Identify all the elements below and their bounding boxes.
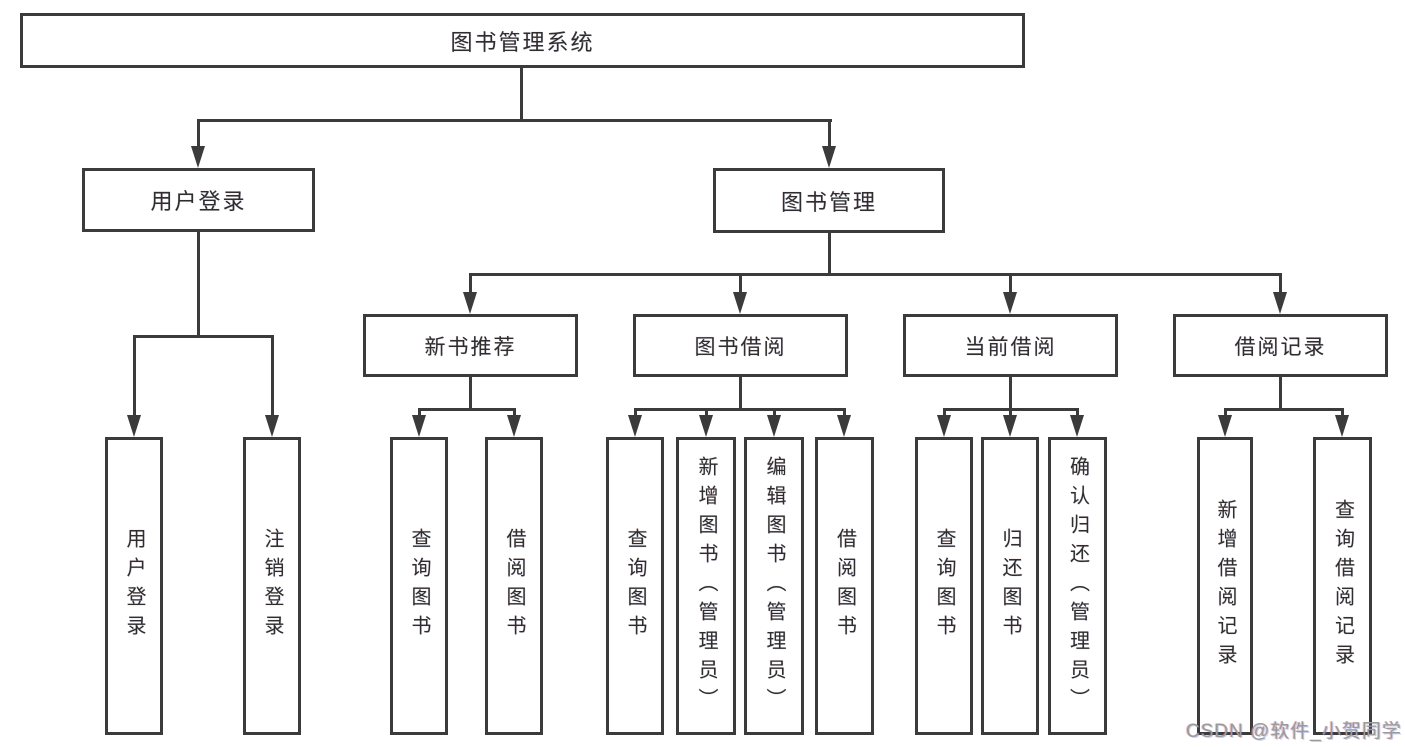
- connector-book-mgmt-drop-2: [739, 273, 742, 293]
- connector-records-drop-2: [1341, 408, 1344, 416]
- node-current-borrowing: 当前借阅: [903, 314, 1118, 377]
- connector-newbook-drop-2: [513, 408, 516, 416]
- arrowhead-icon: [127, 415, 141, 437]
- connector-user-login-drop-right: [271, 335, 274, 416]
- node-book-borrowing: 图书借阅: [633, 314, 848, 377]
- arrowhead-icon: [767, 415, 781, 437]
- arrowhead-icon: [463, 292, 477, 314]
- connector-records-drop-1: [1224, 408, 1227, 416]
- arrowhead-icon: [1003, 415, 1017, 437]
- connector-root-rail: [197, 119, 832, 122]
- leaf-query-books-current: 查询图书: [915, 437, 973, 735]
- connector-newbook-rail: [418, 408, 516, 411]
- connector-root-stem: [520, 68, 523, 119]
- connector-root-drop-right: [828, 119, 831, 148]
- connector-book-mgmt-drop-3: [1009, 273, 1012, 293]
- leaf-query-books-borrowing: 查询图书: [606, 437, 664, 735]
- node-borrowing-records: 借阅记录: [1173, 314, 1388, 377]
- leaf-return-books: 归还图书: [981, 437, 1039, 735]
- arrowhead-icon: [822, 146, 836, 168]
- connector-book-mgmt-rail: [469, 273, 1281, 276]
- arrowhead-icon: [1335, 415, 1349, 437]
- arrowhead-icon: [412, 415, 426, 437]
- arrowhead-icon: [733, 292, 747, 314]
- node-book-management: 图书管理: [713, 168, 945, 233]
- connector-borrow-drop-3: [773, 408, 776, 416]
- connector-records-rail: [1224, 408, 1343, 411]
- arrowhead-icon: [1003, 292, 1017, 314]
- leaf-add-books-admin: 新增图书（管理员）: [676, 437, 736, 735]
- leaf-logout: 注销登录: [243, 437, 301, 735]
- leaf-query-borrow-record: 查询借阅记录: [1313, 437, 1372, 735]
- connector-user-login-stem: [197, 232, 200, 335]
- connector-borrow-drop-2: [705, 408, 708, 416]
- csdn-watermark: CSDN @软件_小贺同学: [1186, 721, 1402, 742]
- leaf-edit-books-admin: 编辑图书（管理员）: [744, 437, 804, 735]
- connector-borrow-drop-1: [634, 408, 637, 416]
- connector-newbook-stem: [469, 377, 472, 408]
- leaf-borrow-books-recommend: 借阅图书: [485, 437, 543, 735]
- connector-current-drop-2: [1009, 408, 1012, 416]
- arrowhead-icon: [1070, 415, 1084, 437]
- connector-root-drop-left: [197, 119, 200, 148]
- leaf-query-books-recommend: 查询图书: [390, 437, 448, 735]
- connector-newbook-drop-1: [418, 408, 421, 416]
- connector-user-login-drop-left: [133, 335, 136, 416]
- node-user-login: 用户登录: [82, 168, 315, 232]
- connector-book-mgmt-drop-1: [469, 273, 472, 293]
- arrowhead-icon: [507, 415, 521, 437]
- arrowhead-icon: [837, 415, 851, 437]
- connector-current-drop-1: [943, 408, 946, 416]
- arrowhead-icon: [699, 415, 713, 437]
- arrowhead-icon: [191, 146, 205, 168]
- leaf-user-login: 用户登录: [105, 437, 163, 735]
- connector-book-mgmt-drop-4: [1279, 273, 1282, 293]
- connector-user-login-rail: [133, 335, 273, 338]
- leaf-confirm-return-admin: 确认归还（管理员）: [1048, 437, 1107, 735]
- connector-records-stem: [1279, 377, 1282, 408]
- connector-book-mgmt-stem: [828, 233, 831, 273]
- connector-current-drop-3: [1076, 408, 1079, 416]
- leaf-add-borrow-record: 新增借阅记录: [1197, 437, 1253, 735]
- connector-borrow-drop-4: [843, 408, 846, 416]
- arrowhead-icon: [1218, 415, 1232, 437]
- node-library-management-system: 图书管理系统: [20, 13, 1025, 68]
- leaf-borrow-books: 借阅图书: [815, 437, 874, 735]
- arrowhead-icon: [937, 415, 951, 437]
- arrowhead-icon: [265, 415, 279, 437]
- arrowhead-icon: [1273, 292, 1287, 314]
- connector-borrow-stem: [739, 377, 742, 408]
- node-new-book-recommend: 新书推荐: [363, 314, 578, 377]
- arrowhead-icon: [628, 415, 642, 437]
- connector-current-stem: [1009, 377, 1012, 408]
- connector-borrow-rail: [634, 408, 845, 411]
